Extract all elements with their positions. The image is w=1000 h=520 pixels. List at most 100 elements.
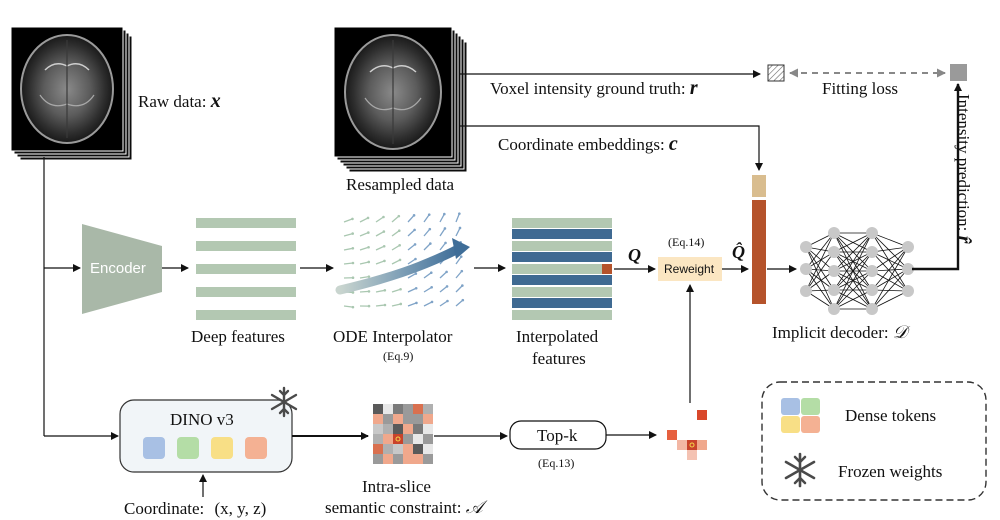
dino-token-yellow <box>211 437 233 459</box>
decoder-node <box>800 285 812 297</box>
decoder-edge <box>871 232 909 270</box>
affinity-cell <box>393 454 403 464</box>
affinity-cell <box>423 444 433 454</box>
intra-slice-label-line2: semantic constraint: 𝒜 <box>325 499 483 517</box>
decoder-node <box>866 284 878 296</box>
vector-field-arrow-head <box>367 290 371 293</box>
legend-frozen-weights-label: Frozen weights <box>838 462 943 481</box>
vector-field-arrow-head <box>367 260 371 264</box>
coord-embedding-arrow <box>460 125 763 171</box>
vector-field-arrow-head <box>430 300 434 304</box>
vector-field-arrow <box>423 301 433 307</box>
affinity-cell <box>403 414 413 424</box>
vector-field-arrow-head <box>413 243 417 246</box>
reweight-box <box>658 257 722 281</box>
decoder-edge <box>871 251 909 292</box>
affinity-cell <box>373 414 383 424</box>
decoder-edge <box>833 251 873 310</box>
vector-field-arrow <box>439 300 448 307</box>
affinity-cell <box>403 454 413 464</box>
vector-field-arrow <box>375 260 385 265</box>
vector-field-arrow <box>375 245 385 251</box>
vector-field-arrow <box>391 230 400 237</box>
affinity-cell <box>383 404 393 414</box>
vector-field-arrow <box>375 304 386 307</box>
decoder-edge <box>871 232 909 292</box>
vector-field-arrow <box>407 258 416 265</box>
vector-field-arrow <box>455 227 461 237</box>
vector-field-arrow-head <box>382 244 386 248</box>
affinity-cell <box>403 434 413 444</box>
ode-eq-label: (Eq.9) <box>383 349 414 363</box>
decoder-edge <box>871 270 909 292</box>
affinity-query-marker <box>395 436 401 442</box>
ode-label: ODE Interpolator <box>333 327 453 346</box>
vector-field-arrow-head <box>367 275 371 278</box>
vector-field-arrow <box>359 290 370 293</box>
topk-cell <box>667 430 677 440</box>
reweight-eq-label: (Eq.14) <box>668 235 705 249</box>
affinity-cell <box>403 424 413 434</box>
vector-field-arrow-head <box>414 257 417 261</box>
affinity-cell <box>413 414 423 424</box>
decoder-node <box>902 241 914 253</box>
vector-field-arrow <box>423 243 431 251</box>
vector-field-arrow-head <box>398 243 401 247</box>
vector-field-arrow <box>455 299 464 307</box>
vector-field-arrow-head <box>367 231 370 234</box>
affinity-cell <box>383 414 393 424</box>
vector-field-arrow <box>455 270 463 279</box>
vector-field-arrow-head <box>351 305 355 309</box>
vector-field-arrow-head <box>443 212 446 216</box>
decoder-edge <box>833 232 873 253</box>
vector-field-arrow <box>423 272 432 279</box>
vector-field-arrow <box>407 229 416 237</box>
decoder-edge <box>805 246 835 310</box>
decoder-edge <box>871 268 909 310</box>
affinity-cell <box>373 434 383 444</box>
vector-field-arrow <box>343 218 353 223</box>
intensity-prediction-var: r̂ <box>953 235 975 244</box>
decoder-node <box>828 227 840 239</box>
vector-field-arrow <box>455 256 462 265</box>
vector-field-arrow <box>375 231 385 237</box>
vector-field-arrow-head <box>430 285 433 289</box>
decoder-var: 𝒟 <box>892 322 908 343</box>
coord-embedding-var: c <box>668 133 678 155</box>
affinity-matrix <box>373 404 433 464</box>
vector-field-arrow <box>407 287 417 293</box>
dino-token-blue <box>143 437 165 459</box>
vector-field-arrow-head <box>445 270 448 274</box>
coordinate-value: (x, y, z) <box>214 499 267 518</box>
reweight-label: Reweight <box>664 262 715 276</box>
vector-field-arrow <box>343 247 353 251</box>
decoder-edge <box>805 246 835 291</box>
ode-trajectory <box>335 244 463 295</box>
vector-field-arrow-head <box>351 217 354 221</box>
frozen-snowflake-icon <box>270 386 298 418</box>
decoder-edge <box>805 268 835 310</box>
decoder-node <box>828 284 840 296</box>
vector-field-arrow <box>407 302 417 307</box>
ground-truth-text: Voxel intensity ground truth: <box>490 79 686 98</box>
affinity-cell <box>413 404 423 414</box>
vector-field-arrow <box>359 276 369 279</box>
decoder-node <box>800 241 812 253</box>
vector-field-arrow <box>407 243 416 251</box>
vector-field-arrow-head <box>414 286 418 290</box>
vector-field-arrow <box>439 213 445 223</box>
vector-field-arrow-head <box>383 259 386 263</box>
topk-cell <box>687 440 697 450</box>
vector-field-arrow <box>423 228 431 237</box>
topk-query-marker <box>689 442 695 448</box>
affinity-cell <box>383 424 393 434</box>
vector-field-arrow-head <box>428 227 432 231</box>
raw-data-stack <box>10 26 133 161</box>
topk-cell <box>677 440 687 450</box>
raw-data-label: Raw data: x <box>138 91 221 111</box>
interpolated-features-block <box>512 218 612 320</box>
vector-field-arrow-head <box>412 214 416 217</box>
vector-field-arrow-head <box>397 214 401 218</box>
decoder-text: Implicit decoder: <box>772 323 889 342</box>
